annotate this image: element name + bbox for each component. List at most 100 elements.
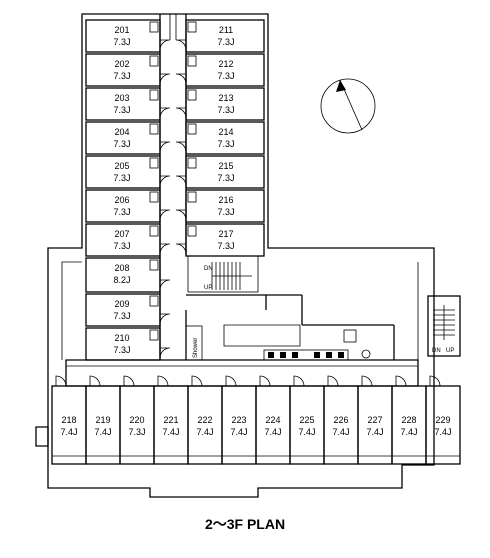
room-size: 7.4J [400, 427, 417, 437]
door-swing-icon [175, 175, 187, 187]
door-swing-icon [123, 375, 135, 387]
door-swing-icon [175, 39, 187, 51]
room-number: 205 [114, 161, 129, 171]
room-217: 217 7.3J [175, 223, 265, 257]
room-size: 7.3J [128, 427, 145, 437]
staircase-central: DN UP [187, 255, 259, 293]
room-size: 7.4J [332, 427, 349, 437]
room-number: 228 [401, 415, 416, 425]
room-size: 7.4J [230, 427, 247, 437]
door-swing-icon [159, 347, 171, 359]
room-number: 203 [114, 93, 129, 103]
room-size: 7.3J [217, 37, 234, 47]
door-swing-icon [429, 375, 441, 387]
door-swing-icon [225, 375, 237, 387]
room-size: 7.4J [434, 427, 451, 437]
door-swing-icon [159, 73, 171, 85]
door-swing-icon [395, 375, 407, 387]
room-number: 224 [265, 415, 280, 425]
room-size: 7.3J [113, 71, 130, 81]
stair-dn-label: DN [204, 266, 213, 272]
room-number: 211 [219, 25, 233, 35]
room-number: 227 [367, 415, 382, 425]
room-size: 7.4J [366, 427, 383, 437]
building-outline [35, 13, 435, 498]
room-number: 222 [197, 415, 212, 425]
door-swing-icon [293, 375, 305, 387]
room-number: 218 [61, 415, 76, 425]
room-size: 7.3J [113, 139, 130, 149]
door-swing-icon [159, 313, 171, 325]
room-size: 7.3J [113, 37, 130, 47]
room-size: 7.4J [60, 427, 77, 437]
room-number: 204 [114, 127, 129, 137]
door-swing-icon [327, 375, 339, 387]
north-arrow-icon [320, 78, 376, 134]
door-swing-icon [175, 243, 187, 255]
room-number: 216 [218, 195, 233, 205]
room-number: 223 [231, 415, 246, 425]
room-row-bottom: 2187.4J2197.4J2207.3J2217.4J2227.4J2237.… [51, 375, 461, 465]
east-stair-up-label: UP [446, 348, 454, 354]
room-number: 208 [114, 263, 129, 273]
door-swing-icon [175, 73, 187, 85]
room-number: 214 [218, 127, 233, 137]
room-size: 7.4J [264, 427, 281, 437]
room-size: 7.3J [113, 207, 130, 217]
room-size: 7.3J [217, 139, 234, 149]
room-size: 7.3J [217, 241, 234, 251]
room-number: 206 [114, 195, 129, 205]
room-209: 209 7.3J [85, 293, 171, 327]
door-swing-icon [159, 175, 171, 187]
room-number: 225 [299, 415, 314, 425]
south-corridor [65, 359, 419, 387]
room-size: 7.3J [113, 173, 130, 183]
room-number: 213 [218, 93, 233, 103]
room-206: 206 7.3J [85, 189, 171, 223]
room-size: 7.3J [217, 71, 234, 81]
door-swing-icon [159, 209, 171, 221]
door-swing-icon [175, 209, 187, 221]
room-number: 219 [95, 415, 110, 425]
staircase-east: DN UP [427, 295, 461, 357]
door-swing-icon [191, 375, 203, 387]
room-number: 220 [129, 415, 144, 425]
room-number: 207 [114, 229, 129, 239]
door-swing-icon [157, 375, 169, 387]
room-size: 7.3J [113, 311, 130, 321]
plan-title: 2～3F PLAN [205, 516, 285, 532]
room-number: 209 [114, 299, 129, 309]
room-226: 226 7.4J [323, 375, 359, 465]
room-222: 222 7.4J [187, 375, 223, 465]
room-number: 217 [218, 229, 233, 239]
door-swing-icon [55, 375, 67, 387]
room-227: 227 7.4J [357, 375, 393, 465]
room-211: 211 7.3J [175, 19, 265, 53]
door-swing-icon [159, 243, 171, 255]
door-swing-icon [175, 107, 187, 119]
room-228: 228 7.4J [391, 375, 427, 465]
east-stair-dn-label: DN [432, 348, 441, 354]
shower-room: Shower [185, 325, 203, 361]
room-219: 219 7.4J [85, 375, 121, 465]
room-220: 220 7.3J [119, 375, 155, 465]
room-204: 204 7.3J [85, 121, 171, 155]
washroom-fixtures [263, 329, 371, 361]
room-224: 224 7.4J [255, 375, 291, 465]
room-218: 218 7.4J [51, 375, 87, 465]
room-number: 226 [333, 415, 348, 425]
room-column-right: 2117.3J2127.3J2137.3J2147.3J2157.3J2167.… [175, 19, 265, 257]
room-size: 7.4J [94, 427, 111, 437]
room-size: 7.4J [196, 427, 213, 437]
room-number: 215 [218, 161, 233, 171]
door-swing-icon [159, 141, 171, 153]
